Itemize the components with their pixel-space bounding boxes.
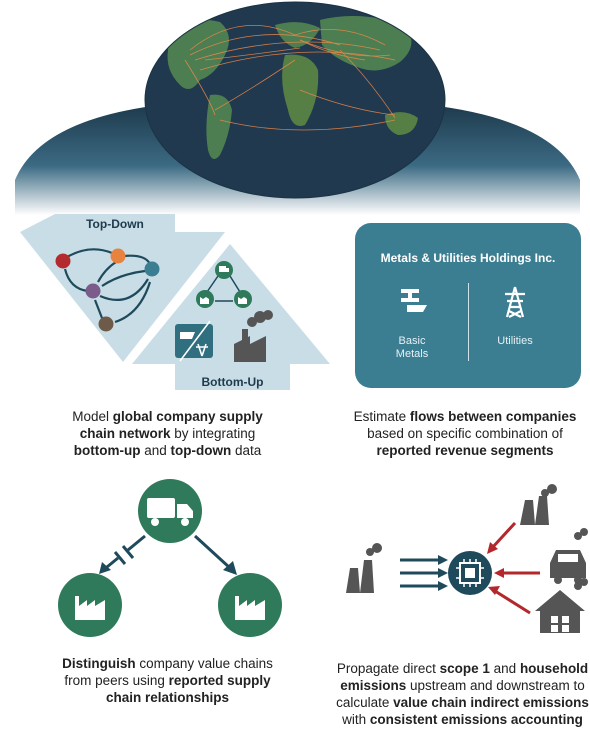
world-map-header <box>15 1 580 215</box>
node-red <box>55 253 71 269</box>
globe-outline <box>144 1 446 199</box>
caption-propagate: Propagate direct scope 1 and household e… <box>336 661 589 727</box>
power-plant-icon <box>520 484 557 525</box>
segment-divider <box>468 283 469 361</box>
supply-routes <box>184 25 396 131</box>
topdown-bottomup-diagram <box>20 214 330 390</box>
chip-icon <box>456 559 484 587</box>
north-america <box>167 19 229 89</box>
node-purple <box>85 283 101 299</box>
caption-estimate-flows: Estimate flows between companies based o… <box>353 409 577 458</box>
world-map <box>145 2 445 198</box>
topdown-network <box>63 248 152 324</box>
metal-beam-icon <box>180 332 195 339</box>
segment-metals: Metals <box>395 348 429 360</box>
topdown-arrow <box>20 232 225 362</box>
bottomup-label: Bottom-Up <box>201 375 264 389</box>
factory-icon <box>75 596 105 620</box>
europe <box>275 22 320 48</box>
segment-basic-metals: Basic Metals <box>377 335 447 361</box>
node-teal <box>144 261 160 277</box>
value-chain-tree <box>58 479 282 637</box>
transmission-tower-icon <box>196 343 208 357</box>
node-orange <box>110 248 126 264</box>
power-plant-icon <box>234 310 273 362</box>
car-icon <box>550 528 588 584</box>
truck-icon <box>147 498 193 526</box>
caption-distinguish: Distinguish company value chains from pe… <box>62 656 273 705</box>
metal-beam-icon <box>401 289 427 312</box>
node-brown <box>98 316 114 332</box>
south-america <box>206 94 232 159</box>
segment-utilities: Utilities <box>497 335 533 347</box>
topdown-label: Top-Down <box>86 217 144 231</box>
caption-model-network: Model global company supply chain networ… <box>72 409 263 458</box>
house-icon <box>535 578 588 633</box>
company-title: Metals & Utilities Holdings Inc. <box>380 251 556 265</box>
power-plant-icon <box>346 543 382 593</box>
asia <box>320 16 412 71</box>
transmission-tower-icon <box>505 286 525 318</box>
australia <box>385 112 418 135</box>
company-box: Metals & Utilities Holdings Inc. Basic M… <box>355 223 581 388</box>
emissions-propagation <box>346 484 588 633</box>
factory-icon <box>235 596 265 620</box>
segment-basic: Basic <box>398 335 426 347</box>
